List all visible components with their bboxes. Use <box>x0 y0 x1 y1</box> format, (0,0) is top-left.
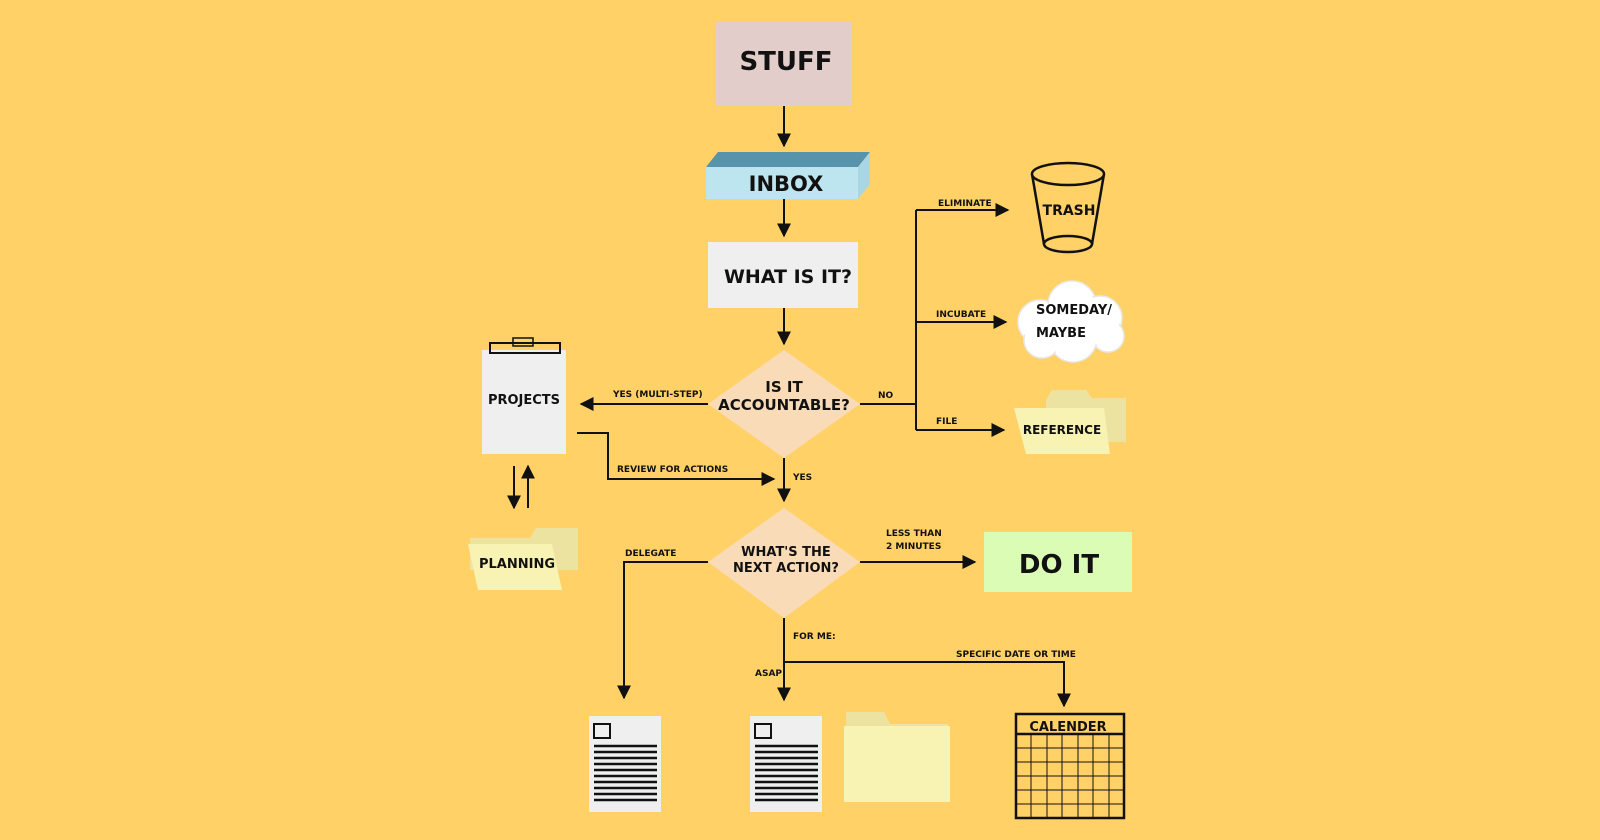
edge-delegate <box>617 561 708 700</box>
label-less-than-1: LESS THAN <box>886 529 942 539</box>
label-review-for-actions: REVIEW FOR ACTIONS <box>617 465 728 475</box>
node-what-is-it: WHAT IS IT? <box>708 242 858 308</box>
edge-labels: ELIMINATE INCUBATE FILE NO YES (MULTI-ST… <box>612 199 1076 679</box>
node-next-action-line1: WHAT'S THE <box>741 545 831 560</box>
label-incubate: INCUBATE <box>936 310 986 320</box>
label-file: FILE <box>936 417 957 427</box>
node-asap-list <box>750 716 822 812</box>
label-for-me: FOR ME: <box>793 632 836 642</box>
connectors <box>507 106 1071 708</box>
list-lines-icon <box>594 744 657 802</box>
node-reference-label: REFERENCE <box>1023 423 1101 437</box>
node-calender-label: CALENDER <box>1029 720 1106 735</box>
edge-specific-date <box>784 661 1071 708</box>
node-planning-label: PLANNING <box>479 557 555 572</box>
node-accountable-line1: IS IT <box>765 378 803 396</box>
node-stuff-label: STUFF <box>739 47 832 77</box>
checkbox-icon <box>754 723 772 739</box>
node-do-it: DO IT <box>984 532 1132 592</box>
node-reference: REFERENCE <box>1014 390 1126 454</box>
node-someday-line1: SOMEDAY/ <box>1036 303 1112 318</box>
label-asap: ASAP <box>755 669 782 679</box>
checkbox-icon <box>593 723 611 739</box>
node-inbox: INBOX <box>706 152 870 199</box>
calendar-grid-icon <box>1016 734 1124 818</box>
label-yes-multi-step: YES (MULTI-STEP) <box>612 390 703 400</box>
label-delegate: DELEGATE <box>625 549 676 559</box>
label-yes: YES <box>792 473 812 483</box>
node-accountable-line2: ACCOUNTABLE? <box>718 396 850 414</box>
label-less-than-2: 2 MINUTES <box>886 542 941 552</box>
edge-review-for-actions <box>577 432 776 486</box>
label-no: NO <box>878 391 894 401</box>
node-someday: SOMEDAY/ MAYBE <box>1017 280 1125 363</box>
node-trash: TRASH <box>1030 161 1106 254</box>
node-support-folder <box>844 712 950 802</box>
label-eliminate: ELIMINATE <box>938 199 992 209</box>
trash-icon <box>1030 173 1106 245</box>
node-next-action-line2: NEXT ACTION? <box>733 561 839 576</box>
node-planning: PLANNING <box>468 528 578 590</box>
node-what-is-it-label: WHAT IS IT? <box>724 266 852 288</box>
node-calender: CALENDER <box>1014 712 1126 820</box>
list-lines-icon <box>755 744 818 802</box>
node-someday-line2: MAYBE <box>1036 326 1086 341</box>
node-delegate-list <box>589 716 661 812</box>
node-next-action: WHAT'S THE NEXT ACTION? <box>708 508 860 618</box>
node-trash-label: TRASH <box>1043 203 1096 219</box>
node-inbox-label: INBOX <box>749 172 824 196</box>
node-accountable: IS IT ACCOUNTABLE? <box>708 350 860 458</box>
label-specific-date: SPECIFIC DATE OR TIME <box>956 650 1076 660</box>
node-projects: PROJECTS <box>482 337 566 454</box>
node-stuff: STUFF <box>716 22 852 106</box>
node-do-it-label: DO IT <box>1019 550 1099 580</box>
node-projects-label: PROJECTS <box>488 393 560 408</box>
